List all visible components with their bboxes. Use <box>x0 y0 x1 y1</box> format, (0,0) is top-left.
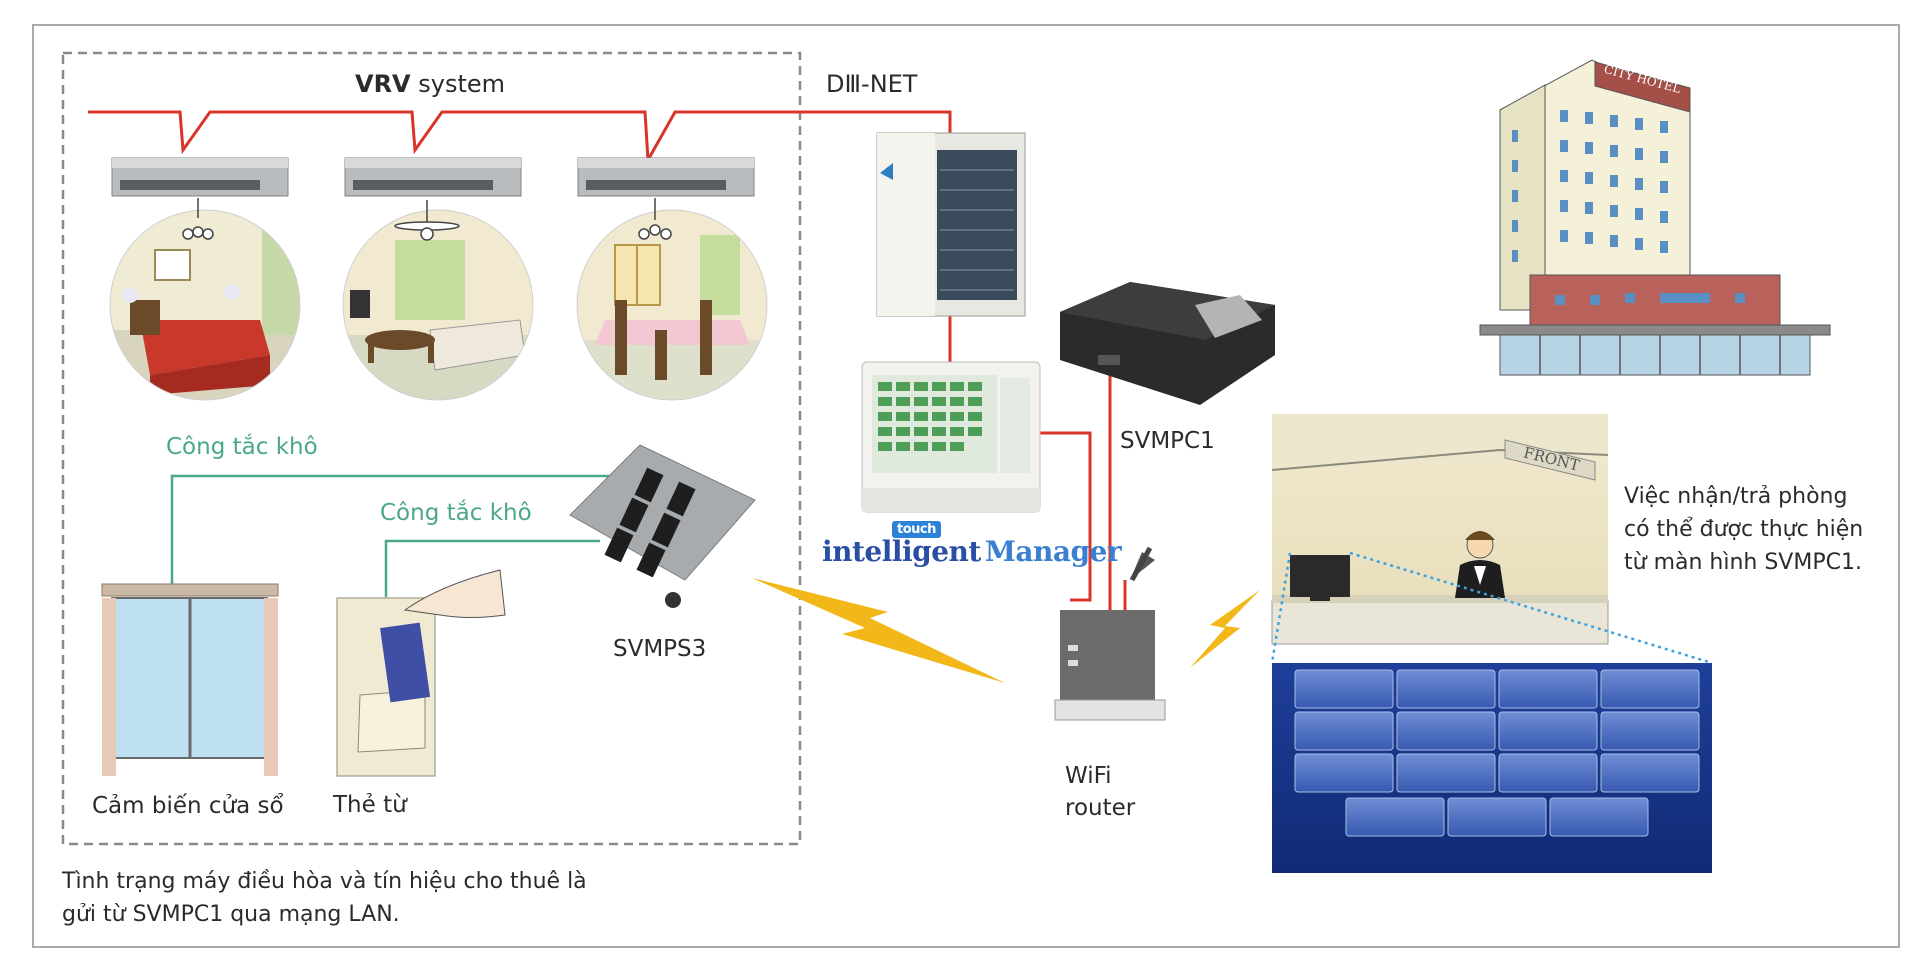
svmps3-device <box>569 444 756 608</box>
dry-contact-line-1 <box>170 474 640 593</box>
key-card-label: Thẻ từ <box>333 792 407 818</box>
footer-note: Tình trạng máy điều hòa và tín hiệu cho … <box>62 869 587 927</box>
window-sensor-device <box>101 583 279 776</box>
hotel-building <box>1479 59 1831 376</box>
dry-contact-line-2 <box>384 539 600 597</box>
key-card-device <box>336 569 506 777</box>
svmps3-label: SVMPS3 <box>613 636 707 662</box>
itm-logo-touch: touch <box>892 521 941 538</box>
svmpc1-screen <box>1272 663 1712 873</box>
svmpc1-device <box>1060 282 1275 405</box>
indoor-unit-1 <box>111 157 289 197</box>
vrv-rest: system <box>410 70 506 98</box>
itm-logo-intelligent: intelligent <box>822 535 981 568</box>
vrv-zone-border <box>61 51 802 846</box>
vrv-bold: VRV <box>355 70 411 98</box>
window-sensor-label: Cảm biến cửa sổ <box>92 793 284 819</box>
dry-contact-label-2: Công tắc khô <box>380 500 532 526</box>
wifi-router-label: WiFi router <box>1065 763 1136 822</box>
ceiling-fan <box>394 200 460 241</box>
front-desk-scene <box>1271 414 1609 645</box>
indoor-unit-3 <box>577 157 755 197</box>
checkin-note: Việc nhận/trả phòng có thể được thực hiệ… <box>1624 484 1864 575</box>
svmpc1-label: SVMPC1 <box>1120 428 1215 454</box>
itm-controller <box>861 361 1041 513</box>
outer-frame <box>32 24 1900 948</box>
lightning-right <box>1190 590 1260 668</box>
lightning-left <box>752 578 1005 683</box>
itm-logo-manager: Manager <box>984 535 1122 568</box>
d3net-label: DⅢ-NET <box>826 70 918 98</box>
chandelier-3 <box>638 198 672 240</box>
room-dining <box>577 210 767 400</box>
d3net-line <box>88 110 952 166</box>
indoor-unit-2 <box>344 157 522 197</box>
vrv-system-label: VRV system <box>355 70 505 98</box>
dry-contact-label-1: Công tắc khô <box>166 434 318 460</box>
wifi-router-device <box>1054 546 1166 721</box>
chandelier-1 <box>182 198 214 240</box>
outdoor-unit <box>876 132 1026 317</box>
svmpc1-to-router-line <box>1100 375 1112 622</box>
monitor-to-screen-link <box>1270 551 1713 665</box>
itm-to-router-line <box>1040 431 1092 602</box>
room-living <box>343 210 533 400</box>
